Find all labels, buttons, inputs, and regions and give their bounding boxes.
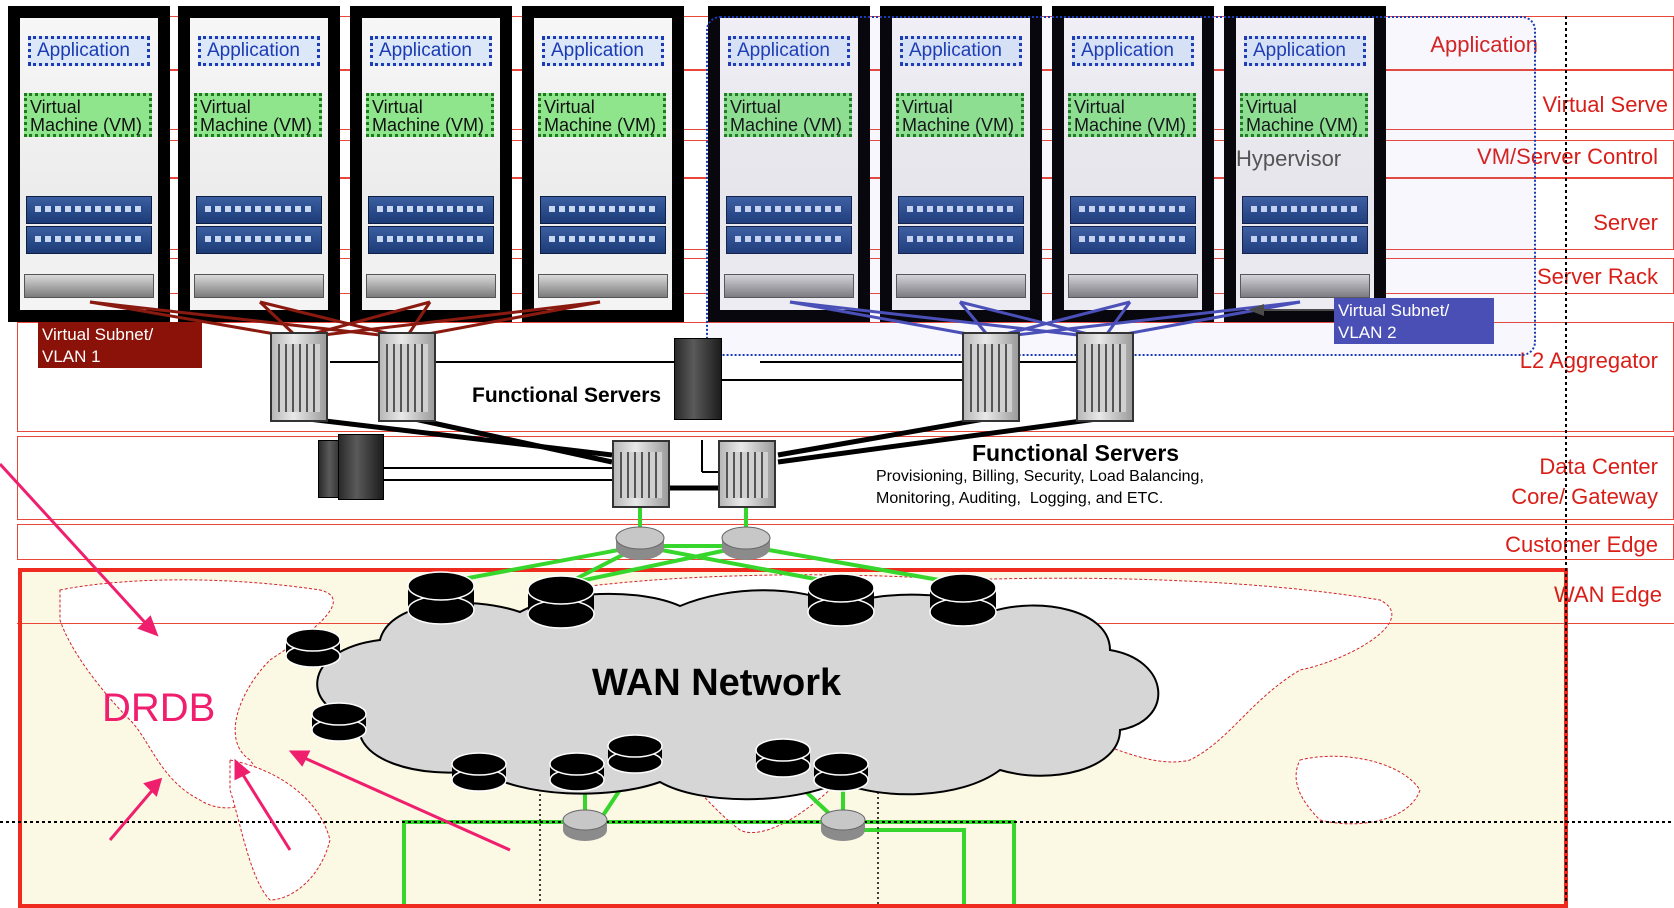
wan-router-icon [807, 573, 875, 627]
layer-label-vm-server-control: VM/Server Control [1477, 144, 1658, 169]
server-unit [26, 226, 152, 254]
vm-box: Virtual Machine (VM) [896, 93, 1024, 137]
vm-box: Virtual Machine (VM) [1240, 93, 1368, 137]
application-box: Application [1072, 36, 1194, 66]
l2-aggregator-switch [1076, 332, 1134, 422]
vm-box: Virtual Machine (VM) [1068, 93, 1196, 137]
functional-server-tower [338, 434, 384, 500]
vlan1-label: Virtual Subnet/ VLAN 1 [38, 322, 202, 368]
server-unit [196, 196, 322, 224]
server-unit [368, 196, 494, 224]
server-unit [196, 226, 322, 254]
gray-router-icon [615, 526, 665, 560]
rack-switch [1068, 274, 1198, 298]
rack-switch [724, 274, 854, 298]
wan-router-icon [813, 752, 869, 792]
functional-servers-description: Provisioning, Billing, Security, Load Ba… [876, 468, 1204, 507]
server-rack-2: Application Virtual Machine (VM) [178, 6, 340, 322]
wan-router-icon [755, 738, 811, 778]
server-unit [1242, 196, 1368, 224]
server-unit [898, 226, 1024, 254]
application-box: Application [900, 36, 1022, 66]
wan-router-icon [549, 752, 605, 792]
layer-label-server-rack: Server Rack [1536, 264, 1658, 289]
wan-router-icon [451, 752, 507, 792]
server-unit [368, 226, 494, 254]
vm-box: Virtual Machine (VM) [538, 93, 666, 137]
wan-network-label: WAN Network [592, 662, 842, 704]
functional-servers-label-top: Functional Servers [472, 384, 662, 407]
wan-router-icon [407, 571, 475, 625]
layer-label-application: Application [1430, 32, 1538, 57]
server-rack-4: Application Virtual Machine (VM) [522, 6, 684, 322]
server-unit [1070, 226, 1196, 254]
server-unit [1242, 226, 1368, 254]
functional-server-tower [674, 338, 722, 420]
server-unit [726, 226, 852, 254]
rack-switch [24, 274, 154, 298]
core-gateway-switch [612, 440, 670, 508]
wan-router-icon [607, 734, 663, 774]
vlan2-label: Virtual Subnet/ VLAN 2 [1334, 298, 1494, 344]
application-box: Application [542, 36, 664, 66]
server-unit [540, 226, 666, 254]
server-rack-1: Application Virtual Machine (VM) [8, 6, 170, 322]
layer-label-dc-core-gateway: Data Center Core/ Gateway [1511, 454, 1658, 509]
layer-label-wan-edge: WAN Edge [1553, 582, 1662, 607]
server-unit [26, 196, 152, 224]
server-rack-5: Application Virtual Machine (VM) [708, 6, 870, 322]
rack-switch [538, 274, 668, 298]
server-unit [540, 196, 666, 224]
drdb-label: DRDB [102, 686, 216, 730]
rack-switch [366, 274, 496, 298]
server-rack-6: Application Virtual Machine (VM) [880, 6, 1042, 322]
server-unit [726, 196, 852, 224]
server-unit [898, 196, 1024, 224]
gray-router-icon [721, 526, 771, 560]
server-rack-8: Application Virtual Machine (VM) [1224, 6, 1386, 322]
server-rack-7: Application Virtual Machine (VM) [1052, 6, 1214, 322]
wan-router-icon [527, 575, 595, 629]
wan-router-icon [311, 702, 367, 742]
l2-aggregator-switch [962, 332, 1020, 422]
application-box: Application [198, 36, 320, 66]
vm-box: Virtual Machine (VM) [724, 93, 852, 137]
layer-label-virtual-server: Virtual Serve [1542, 92, 1668, 117]
gray-router-icon [562, 809, 608, 841]
gray-router-icon [820, 809, 866, 841]
layer-label-l2-aggregator: L2 Aggregator [1519, 348, 1658, 373]
l2-aggregator-switch [378, 332, 436, 422]
rack-switch [1240, 274, 1370, 298]
vm-box: Virtual Machine (VM) [366, 93, 494, 137]
hypervisor-label: Hypervisor [1236, 146, 1342, 171]
l2-aggregator-switch [270, 332, 328, 422]
application-box: Application [370, 36, 492, 66]
rack-switch [896, 274, 1026, 298]
rack-switch [194, 274, 324, 298]
application-box: Application [728, 36, 850, 66]
application-box: Application [1244, 36, 1366, 66]
server-unit [1070, 196, 1196, 224]
application-box: Application [28, 36, 150, 66]
layer-label-server: Server [1593, 210, 1658, 235]
vm-box: Virtual Machine (VM) [194, 93, 322, 137]
wan-router-icon [285, 628, 341, 668]
vm-box: Virtual Machine (VM) [24, 93, 152, 137]
core-gateway-switch [718, 440, 776, 508]
wan-router-icon [929, 573, 997, 627]
layer-label-customer-edge: Customer Edge [1505, 532, 1658, 557]
functional-servers-title: Functional Servers [972, 440, 1180, 466]
